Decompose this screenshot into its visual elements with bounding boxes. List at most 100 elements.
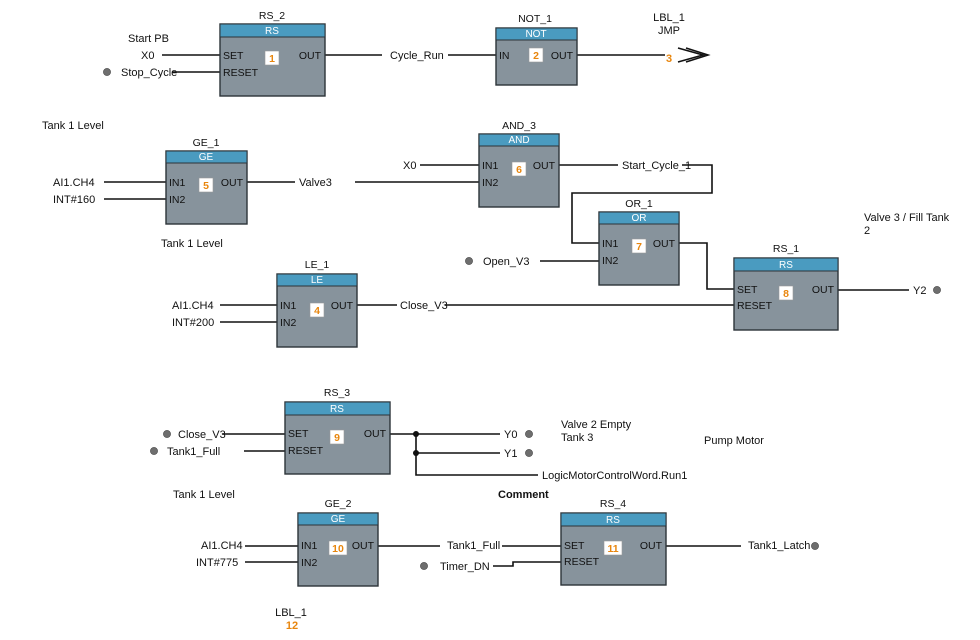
block-number: 11: [607, 543, 618, 555]
io-pin-dot[interactable]: [163, 430, 171, 438]
block-name: LE_1: [305, 259, 330, 271]
variable-label: AI1.CH4: [201, 540, 243, 552]
block-name: RS_4: [600, 498, 626, 510]
comment-label: Tank 1 Level: [42, 120, 104, 132]
block-and-3[interactable]: AND_3 AND IN1 IN2 OUT 6: [478, 120, 560, 208]
block-not-1[interactable]: NOT_1 NOT IN OUT 2: [495, 13, 578, 86]
io-pin-dot[interactable]: [103, 68, 111, 76]
io-pin-dot[interactable]: [465, 257, 473, 265]
pin-label: SET: [737, 284, 758, 296]
block-number: 8: [783, 288, 789, 300]
pin-label: IN1: [169, 177, 186, 189]
pin-label: RESET: [288, 445, 324, 457]
variable-label: Y0: [504, 429, 517, 441]
variable-label: Open_V3: [483, 256, 529, 268]
block-name: RS_3: [324, 387, 350, 399]
variable-label: Tank1_Full: [167, 446, 220, 458]
block-number: 9: [334, 432, 340, 444]
junction-dot: [413, 431, 419, 437]
block-type: GE: [331, 514, 346, 525]
variable-label: Y2: [913, 285, 926, 297]
variable-label: Close_V3: [178, 429, 226, 441]
block-type: NOT: [525, 29, 546, 40]
block-number: 4: [314, 305, 320, 317]
block-rs-2[interactable]: RS_2 RS SET RESET OUT 1: [219, 10, 326, 97]
block-number: 1: [269, 53, 275, 65]
comment-label: Tank 1 Level: [161, 238, 223, 250]
block-or-1[interactable]: OR_1 OR IN1 IN2 OUT 7: [598, 198, 680, 286]
block-rs-1[interactable]: RS_1 RS SET RESET OUT 8: [733, 243, 839, 331]
pin-label: OUT: [640, 540, 663, 552]
pin-label: OUT: [812, 284, 835, 296]
io-pin-dot[interactable]: [420, 562, 428, 570]
io-pin-dot[interactable]: [811, 542, 819, 550]
comment-label: 2: [864, 225, 870, 237]
block-ge-1[interactable]: GE_1 GE IN1 IN2 OUT 5: [165, 137, 248, 225]
block-rs-4[interactable]: RS_4 RS SET RESET OUT 11: [560, 498, 667, 586]
block-le-1[interactable]: LE_1 LE IN1 IN2 OUT 4: [276, 259, 358, 348]
pin-label: IN1: [301, 540, 318, 552]
wires: [104, 54, 909, 567]
io-pin-dot[interactable]: [525, 449, 533, 457]
block-type: RS: [606, 515, 620, 526]
pin-label: OUT: [364, 428, 387, 440]
pin-label: SET: [223, 50, 244, 62]
block-name: NOT_1: [518, 13, 552, 25]
pin-label: RESET: [564, 556, 600, 568]
pin-label: IN2: [280, 317, 297, 329]
variable-label: LogicMotorControlWord.Run1: [542, 470, 687, 482]
variable-label: Tank1_Full: [447, 540, 500, 552]
variable-label: AI1.CH4: [53, 177, 95, 189]
variable-label: Start_Cycle_1: [622, 160, 691, 172]
pin-label: IN2: [301, 557, 318, 569]
pin-label: IN1: [280, 300, 297, 312]
pin-label: IN2: [169, 194, 186, 206]
label-name: LBL_1: [275, 607, 307, 619]
pin-label: RESET: [737, 300, 773, 312]
junction-dot: [413, 450, 419, 456]
variable-label: X0: [141, 50, 154, 62]
pin-label: OUT: [221, 177, 244, 189]
comment-label: Valve 3 / Fill Tank: [864, 212, 950, 224]
block-type: AND: [508, 135, 529, 146]
diagram-labels: Start PB X0 Stop_Cycle Cycle_Run LBL_1 J…: [42, 12, 950, 632]
block-ge-2[interactable]: GE_2 GE IN1 IN2 OUT 10: [297, 498, 379, 587]
io-pin-dot[interactable]: [933, 286, 941, 294]
variable-label: Timer_DN: [440, 561, 490, 573]
pin-label: IN2: [482, 177, 499, 189]
io-pin-dot[interactable]: [150, 447, 158, 455]
block-type: RS: [265, 26, 279, 37]
io-pin-dot[interactable]: [525, 430, 533, 438]
variable-label: Stop_Cycle: [121, 67, 177, 79]
pin-label: OUT: [533, 160, 556, 172]
variable-label: AI1.CH4: [172, 300, 214, 312]
jump-target-number: 3: [666, 53, 672, 65]
variable-label: Cycle_Run: [390, 50, 444, 62]
block-type: RS: [330, 404, 344, 415]
block-name: RS_2: [259, 10, 285, 22]
pin-label: OUT: [331, 300, 354, 312]
block-number: 5: [203, 180, 209, 192]
comment-label: Tank 3: [561, 432, 593, 444]
block-rs-3[interactable]: RS_3 RS SET RESET OUT 9: [284, 387, 391, 475]
pin-label: IN: [499, 50, 510, 62]
block-type: RS: [779, 260, 793, 271]
variable-label: INT#775: [196, 557, 238, 569]
block-name: GE_2: [325, 498, 352, 510]
pin-label: IN1: [482, 160, 499, 172]
pin-label: OUT: [299, 50, 322, 62]
jump-type: JMP: [658, 25, 680, 37]
jump-arrow-icon: [677, 47, 711, 63]
block-number: 2: [533, 50, 539, 62]
variable-label: X0: [403, 160, 416, 172]
variable-label: Close_V3: [400, 300, 448, 312]
label-name: LBL_1: [653, 12, 685, 24]
pin-label: OUT: [653, 238, 676, 250]
comment-label: Start PB: [128, 33, 169, 45]
comment-label: Tank 1 Level: [173, 489, 235, 501]
block-number: 10: [332, 543, 344, 555]
block-type: LE: [311, 275, 324, 286]
variable-label: Y1: [504, 448, 517, 460]
block-name: GE_1: [193, 137, 220, 149]
block-type: GE: [199, 152, 214, 163]
